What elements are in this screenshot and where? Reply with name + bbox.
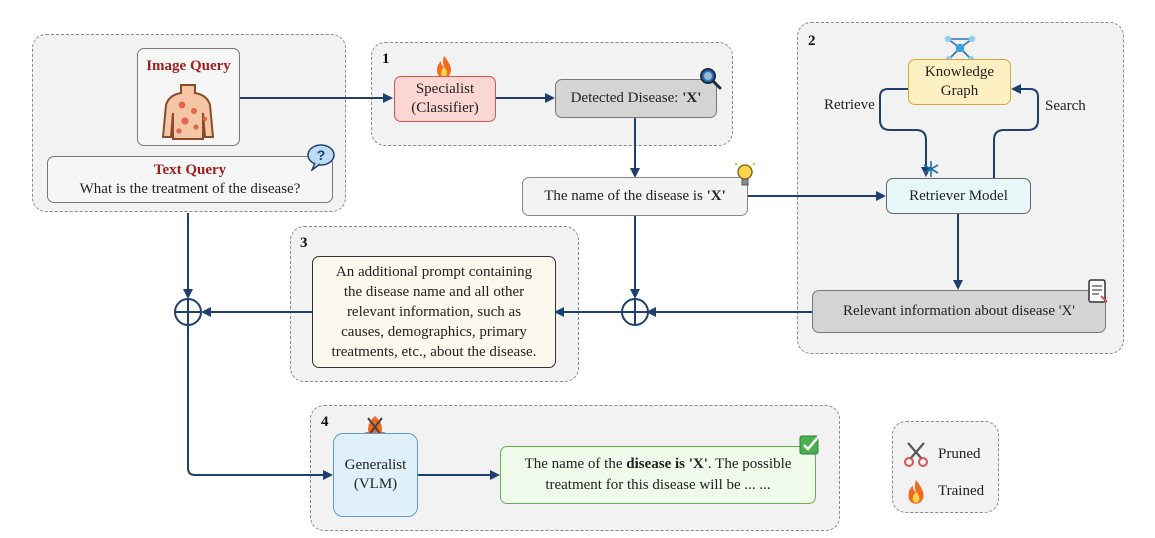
disease-name-box: The name of the disease is 'X' [522, 177, 748, 216]
group-1-number: 1 [382, 51, 390, 67]
retrieve-label: Retrieve [824, 97, 875, 113]
checkmark-icon [799, 435, 820, 455]
lightbulb-icon [735, 163, 755, 186]
additional-prompt-box: An additional prompt containing the dise… [312, 256, 556, 368]
prompt-line-2: the disease name and all other [343, 284, 525, 300]
fire-icon [437, 56, 451, 78]
fire-icon-legend [908, 480, 924, 504]
concat-circle-right [621, 298, 649, 326]
specialist-box: Specialist (Classifier) [394, 76, 496, 122]
arrow-search-kg [993, 84, 1039, 178]
text-query-title: Text Query [153, 161, 227, 178]
group-4-number: 4 [321, 414, 329, 430]
relevant-info-label: Relevant information about disease 'X' [842, 303, 1075, 319]
output-line-2: treatment for this disease will be ... .… [545, 477, 771, 493]
arrow-left-plus-to-generalist [187, 326, 333, 480]
magnifier-icon [700, 68, 722, 90]
text-query-value: What is the treatment of the disease? [79, 180, 301, 197]
legend-trained-label: Trained [938, 483, 985, 499]
knowledge-graph-label-1: Knowledge [924, 64, 995, 80]
text-query-box: Text Query What is the treatment of the … [47, 156, 333, 203]
generalist-sublabel: (VLM) [353, 476, 398, 492]
output-line-1: The name of the disease is 'X'. The poss… [524, 456, 792, 472]
relevant-info-box: Relevant information about disease 'X' [812, 290, 1106, 333]
generalist-label: Generalist [344, 457, 407, 473]
knowledge-graph-box: Knowledge Graph [908, 59, 1011, 105]
network-icon [944, 35, 976, 63]
search-label: Search [1045, 98, 1086, 114]
prompt-line-1: An additional prompt containing [335, 264, 533, 280]
document-icon [1088, 279, 1108, 303]
detected-disease-text: Detected Disease: 'X' [570, 90, 702, 106]
specialist-label: Specialist [415, 81, 475, 97]
knowledge-graph-label-2: Graph [940, 83, 979, 99]
group-3-number: 3 [300, 235, 308, 251]
image-query-box: Image Query [137, 48, 240, 146]
prompt-line-3: relevant information, such as [346, 304, 522, 320]
body-rash-icon [161, 84, 215, 140]
group-2-number: 2 [808, 33, 816, 49]
disease-name-text: The name of the disease is 'X' [544, 188, 726, 204]
detected-disease-box: Detected Disease: 'X' [555, 79, 717, 118]
generalist-box: Generalist (VLM) [333, 433, 418, 517]
scissors-icon [904, 442, 928, 467]
retriever-model-label: Retriever Model [909, 187, 1008, 204]
image-query-title: Image Query [146, 58, 231, 74]
concat-circle-left [174, 298, 202, 326]
svg-text:?: ? [317, 147, 326, 163]
output-box: The name of the disease is 'X'. The poss… [500, 446, 816, 504]
arrow-kg-retrieve [879, 88, 931, 177]
snowflake-icon [923, 161, 939, 177]
prompt-line-4: causes, demographics, primary [341, 324, 527, 340]
specialist-sublabel: (Classifier) [411, 100, 479, 116]
prompt-line-5: treatments, etc., about the disease. [331, 344, 537, 360]
legend-pruned-label: Pruned [938, 446, 981, 462]
question-bubble-icon: ? [307, 144, 335, 171]
retriever-model-box: Retriever Model [886, 178, 1031, 214]
